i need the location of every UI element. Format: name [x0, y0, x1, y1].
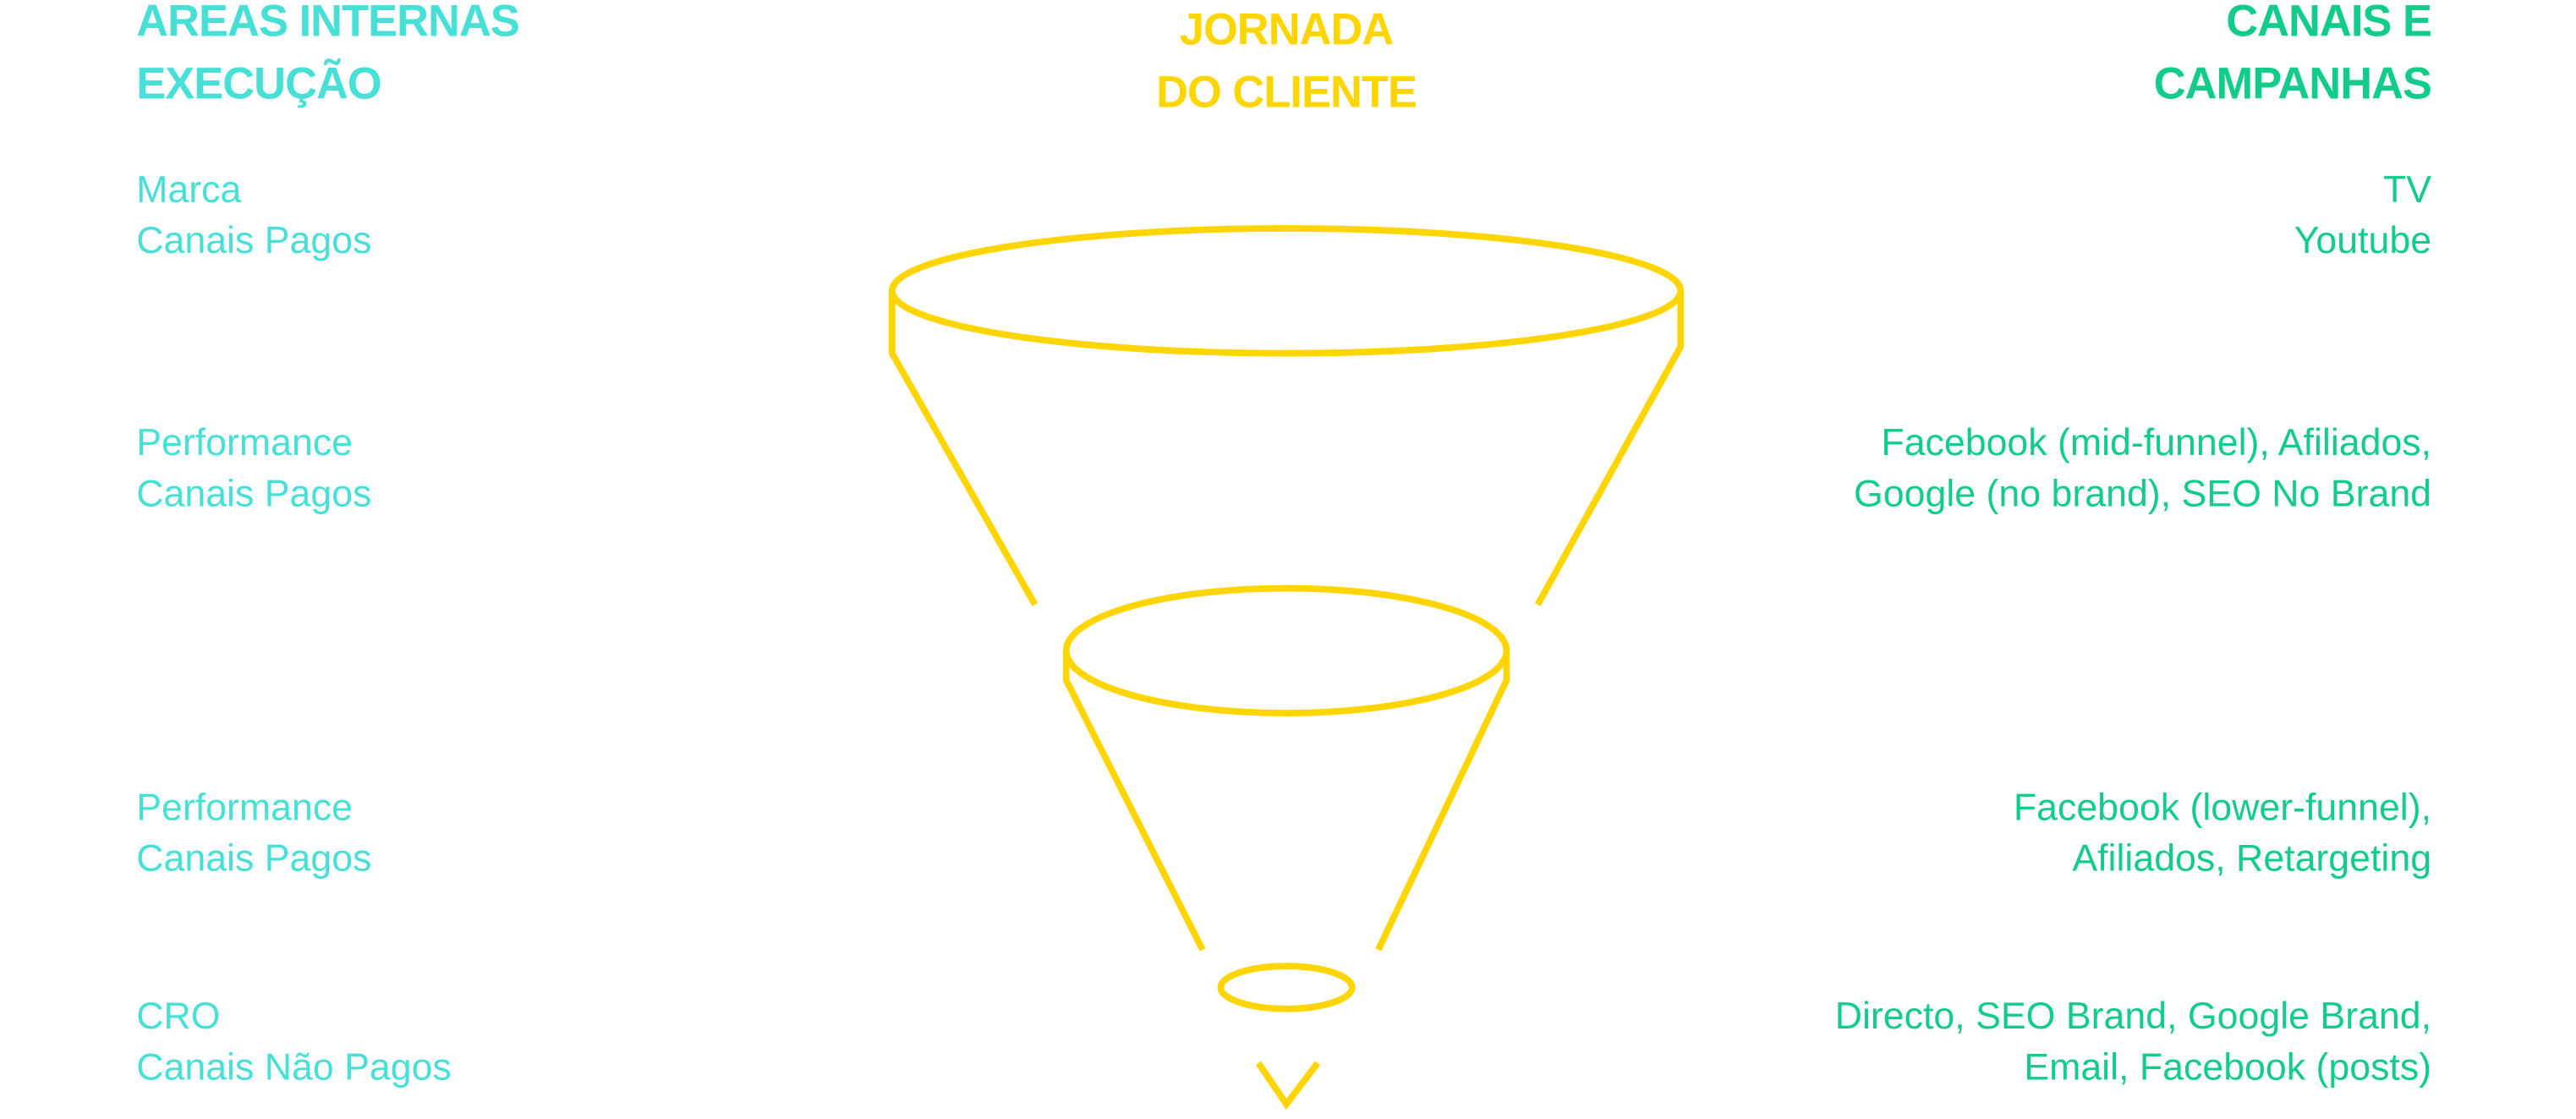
journey-header: JORNADA DO CLIENTE: [1122, 0, 1451, 123]
area-label: Canais Não Pagos: [136, 1045, 452, 1089]
journey-header-line: JORNADA: [1179, 4, 1395, 55]
stage-4-areas: CRO Canais Não Pagos: [136, 990, 452, 1092]
channel-label: Youtube: [2294, 218, 2432, 261]
funnel-tip-icon: [1255, 1061, 1321, 1111]
area-label: Performance: [136, 785, 354, 829]
channel-label: Facebook (mid-funnel), Afiliados,: [1881, 420, 2432, 464]
channel-label: Google (no brand), SEO No Brand: [1854, 471, 2432, 515]
funnel-middle-sides: [1062, 650, 1510, 952]
funnel-bottom-ellipse: [1217, 963, 1356, 1012]
channels-header: CANAIS E CAMPANHAS: [2153, 0, 2432, 115]
areas-header: AREAS INTERNAS EXECUÇÃO: [136, 0, 520, 115]
area-label: Marca: [136, 167, 242, 211]
channel-label: Email, Facebook (posts): [2024, 1045, 2432, 1089]
area-label: Canais Pagos: [136, 836, 372, 880]
stage-2-channels: Facebook (mid-funnel), Afiliados, Google…: [1854, 417, 2431, 518]
stage-4-channels: Directo, SEO Brand, Google Brand, Email,…: [1835, 990, 2431, 1092]
funnel-top-ellipse: [888, 225, 1685, 357]
channels-header-line: CANAIS E: [2226, 0, 2432, 47]
area-label: Canais Pagos: [136, 218, 372, 261]
stage-2-areas: Performance Canais Pagos: [136, 417, 371, 518]
funnel-top-sides: [888, 290, 1685, 606]
channel-label: Afiliados, Retargeting: [2072, 836, 2432, 880]
channel-label: Facebook (lower-funnel),: [2013, 785, 2432, 829]
areas-header-line: AREAS INTERNAS: [136, 0, 520, 47]
area-label: Performance: [136, 420, 354, 464]
channel-label: TV: [2382, 167, 2432, 211]
area-label: Canais Pagos: [136, 471, 372, 515]
journey-header-line: DO CLIENTE: [1156, 67, 1417, 117]
stage-3-areas: Performance Canais Pagos: [136, 782, 371, 884]
channels-header-line: CAMPANHAS: [2153, 58, 2432, 109]
funnel-middle-ellipse: [1062, 584, 1510, 716]
areas-header-line: EXECUÇÃO: [136, 58, 381, 109]
stage-1-areas: Marca Canais Pagos: [136, 164, 371, 266]
area-label: CRO: [136, 994, 221, 1037]
stage-3-channels: Facebook (lower-funnel), Afiliados, Reta…: [2014, 782, 2431, 884]
stage-1-channels: TV Youtube: [2294, 164, 2431, 266]
channel-label: Directo, SEO Brand, Google Brand,: [1834, 994, 2432, 1037]
